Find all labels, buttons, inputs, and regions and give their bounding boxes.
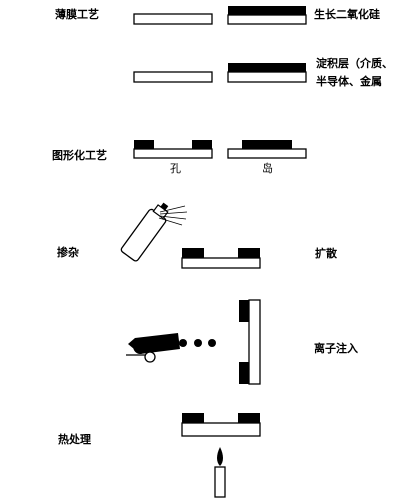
bare-substrate-1	[133, 13, 213, 25]
heat-treatment-label: 热处理	[58, 433, 91, 446]
ion-implant-label: 离子注入	[314, 342, 358, 355]
diffusion-label: 扩散	[315, 247, 337, 260]
hole-label: 孔	[170, 162, 181, 175]
grow-oxide-label: 生长二氧化硅	[314, 8, 380, 21]
hole-pattern-wafer	[133, 140, 213, 159]
deposit-layer-label-line2: 半导体、金属	[316, 75, 382, 88]
diffusion-wafer	[181, 248, 261, 269]
implant-wafer	[239, 299, 261, 385]
deposit-layer-label-line1: 淀积层（介质、	[316, 57, 393, 70]
spray-can-icon	[120, 202, 188, 262]
deposited-layer-wafer	[227, 63, 307, 83]
candle-icon	[214, 447, 226, 498]
oxide-grown-wafer	[227, 6, 307, 25]
thin-film-process-label: 薄膜工艺	[55, 8, 99, 21]
island-pattern-wafer	[227, 140, 307, 159]
island-label: 岛	[262, 162, 273, 175]
ion-gun-icon	[126, 333, 216, 363]
heat-treatment-wafer	[181, 413, 261, 437]
patterning-process-label: 图形化工艺	[52, 149, 107, 162]
doping-process-label: 掺杂	[57, 246, 79, 259]
bare-substrate-2	[133, 71, 213, 83]
